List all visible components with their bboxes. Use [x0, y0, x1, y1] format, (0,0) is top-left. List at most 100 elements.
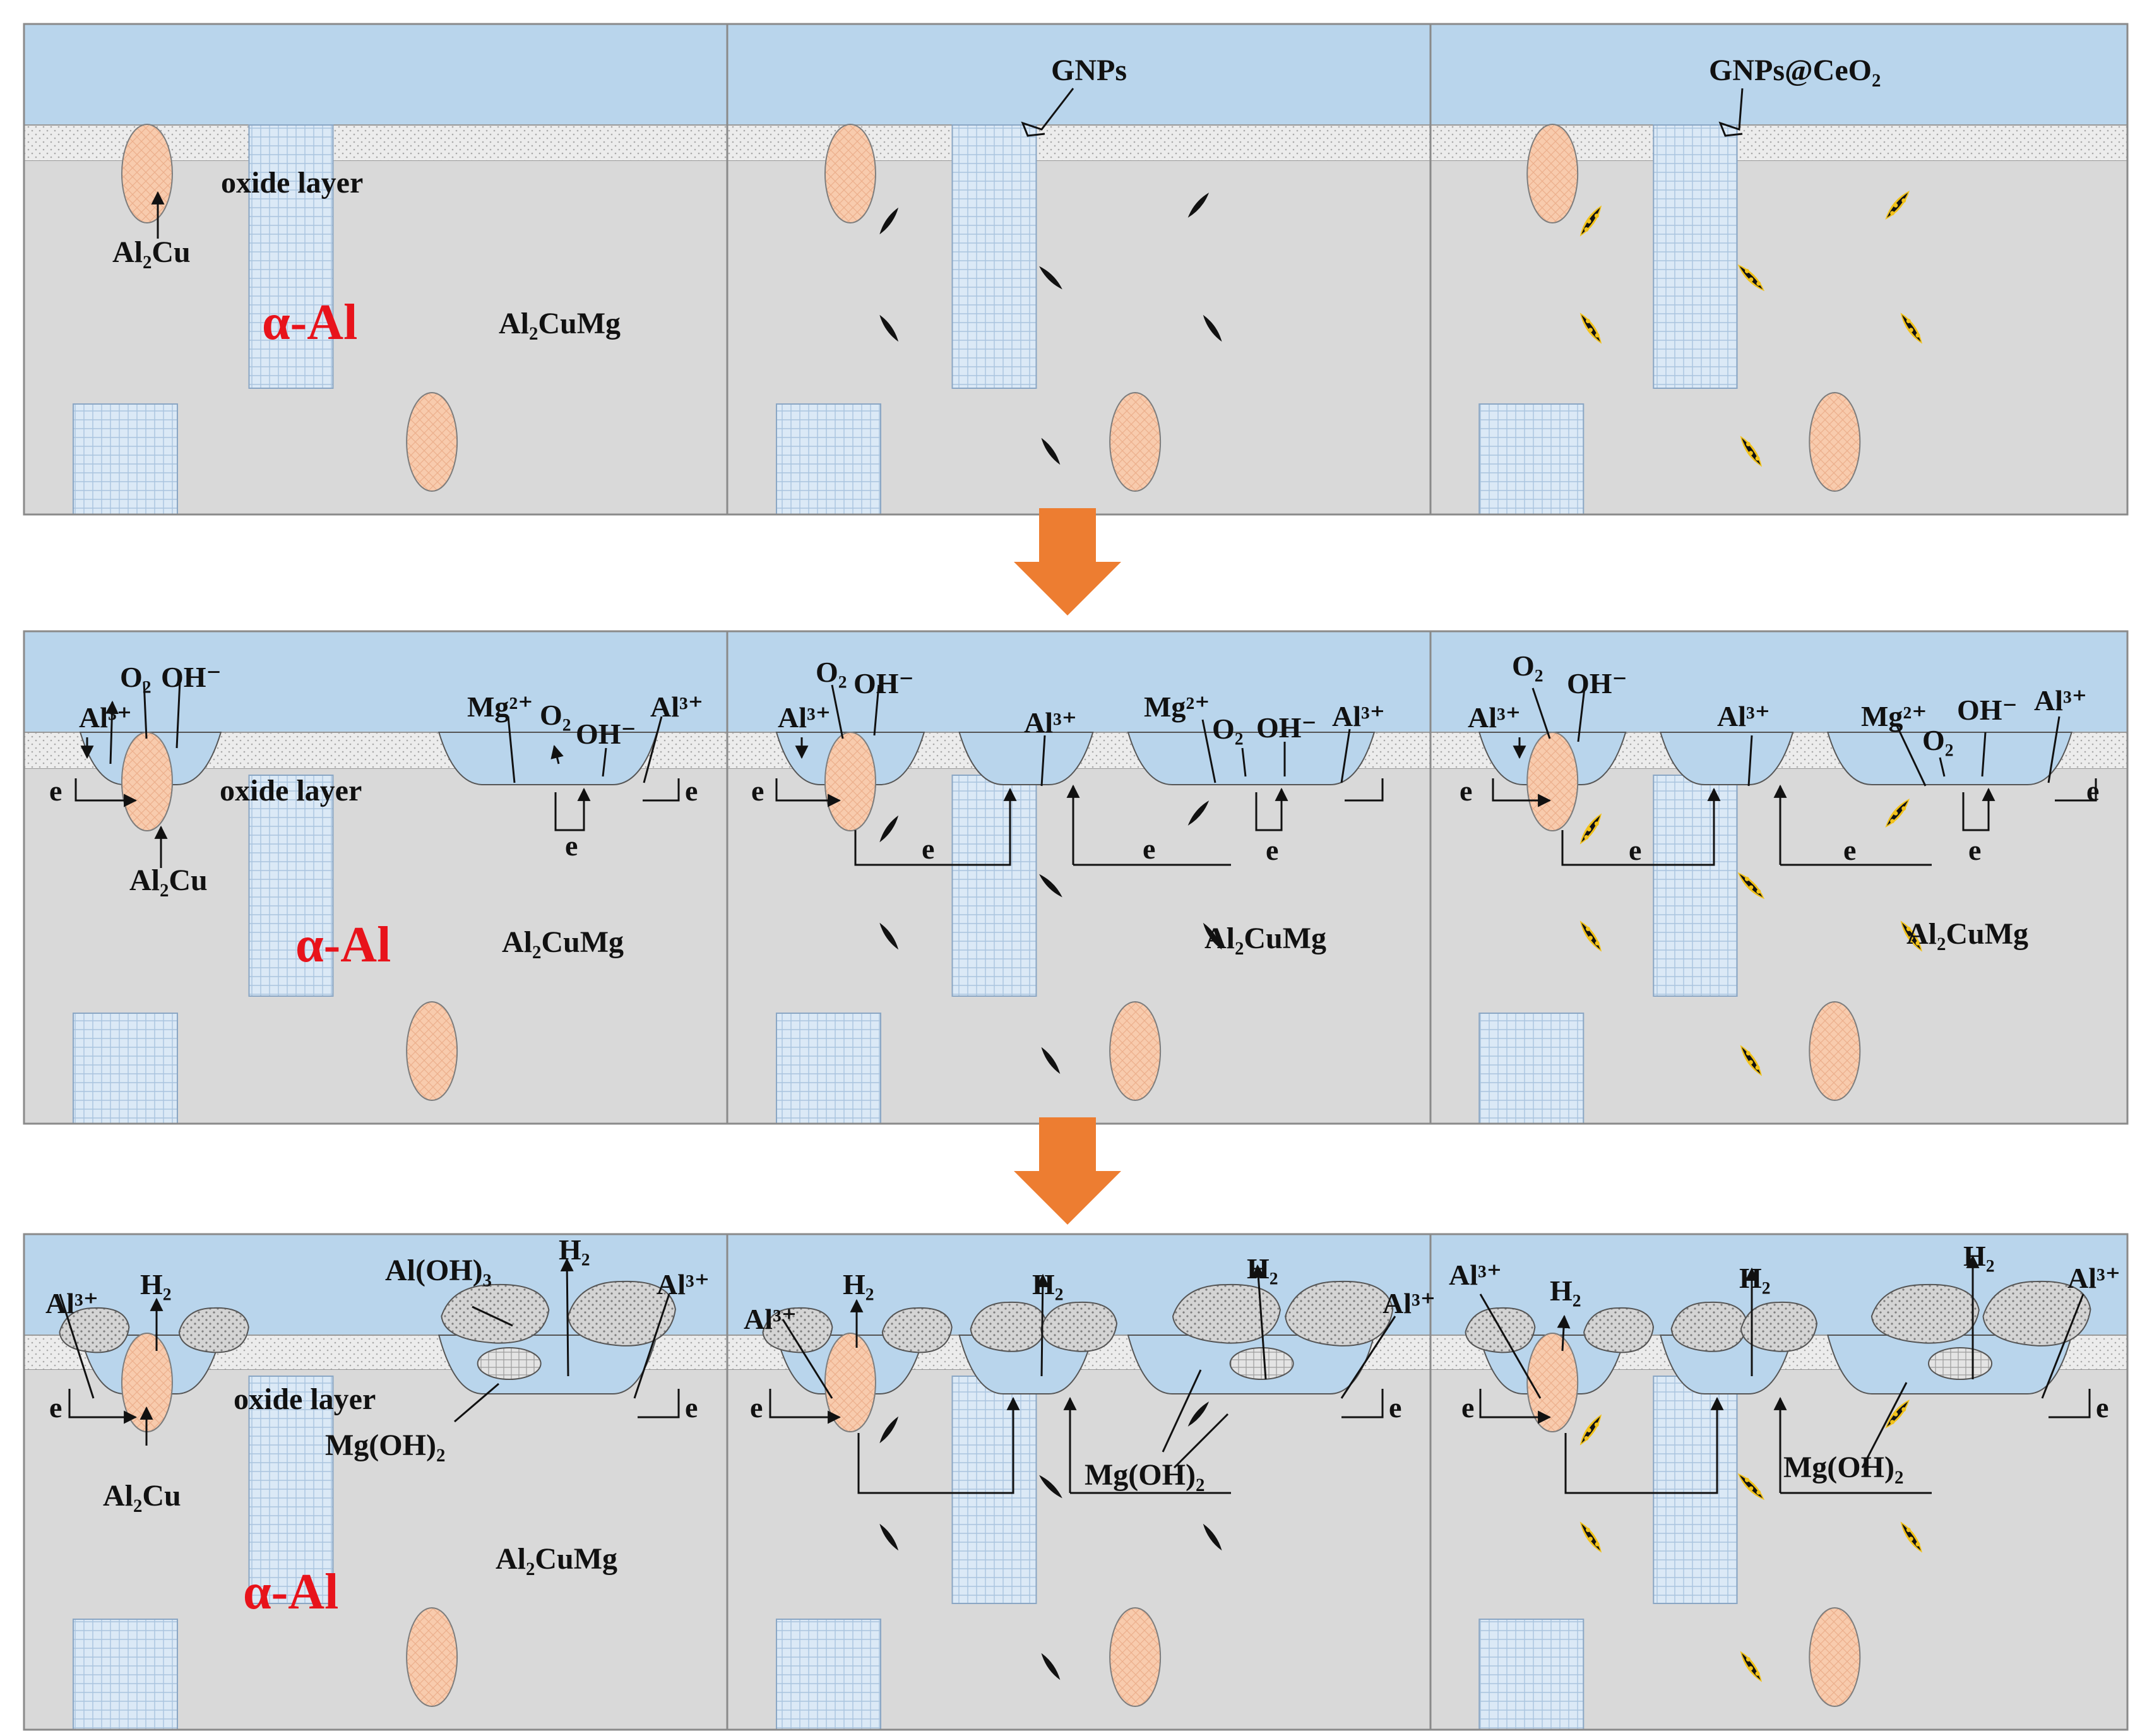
al3-ion-label: Al³⁺ — [1468, 701, 1521, 734]
electron-label: e — [685, 775, 698, 807]
alpha-al-label: α-Al — [295, 917, 391, 973]
al3-ion-label: Al³⁺ — [1717, 700, 1770, 732]
corrosion-pit — [437, 732, 658, 785]
mg2-ion-label: Mg²⁺ — [467, 691, 533, 723]
oh-label: OH⁻ — [1256, 711, 1317, 744]
electron-label: e — [1843, 834, 1856, 866]
electron-label: e — [751, 775, 764, 807]
corrosion-product — [1982, 1280, 2091, 1347]
mg-oh2-product — [1928, 1347, 1993, 1380]
oxide-layer-label: oxide layer — [220, 774, 362, 807]
electrolyte — [1430, 631, 2127, 732]
al2cu-phase — [406, 1001, 458, 1101]
corrosion-product — [178, 1307, 249, 1353]
al2cu-phase — [824, 1333, 876, 1432]
gnps-label: GNPs — [1051, 54, 1127, 87]
al2cumg-phase — [1478, 1013, 1585, 1124]
electrolyte — [1430, 24, 2127, 125]
oh-label: OH⁻ — [1957, 694, 2018, 726]
electron-label: e — [2086, 775, 2099, 807]
h2-label: H₂ — [1963, 1240, 1995, 1272]
o2-label: O₂ — [816, 656, 847, 688]
oxide-layer-label: oxide layer — [221, 166, 363, 199]
panel-r1-c3 — [1429, 23, 2129, 516]
h2-label: H₂ — [559, 1234, 590, 1266]
corrosion-product — [970, 1301, 1047, 1352]
corrosion-product — [441, 1283, 550, 1344]
electron-label: e — [1143, 833, 1155, 865]
corrosion-product — [1583, 1307, 1655, 1353]
electron-label: e — [922, 833, 934, 865]
al2cumg-phase — [1653, 124, 1738, 389]
al-oh3-label: Al(OH)₃ — [385, 1254, 492, 1287]
al2cumg-phase — [1653, 775, 1738, 997]
stage-arrow-down-icon — [1014, 508, 1121, 615]
corrosion-pit — [1660, 1335, 1794, 1394]
al2cu-label: Al₂Cu — [103, 1479, 181, 1513]
mg-oh2-product — [1229, 1347, 1294, 1380]
o2-label: O₂ — [1922, 724, 1954, 756]
electron-label: e — [49, 1391, 62, 1424]
oxide-layer-label: oxide layer — [234, 1382, 376, 1416]
al2cu-label: Al₂Cu — [112, 235, 191, 269]
al2cu-phase — [1809, 1001, 1861, 1101]
corrosion-product — [1040, 1301, 1118, 1352]
alpha-al-label: α-Al — [262, 295, 357, 350]
al3-ion-label: Al³⁺ — [2067, 1262, 2120, 1294]
corrosion-product — [1670, 1301, 1748, 1352]
al2cumg-label: Al₂CuMg — [499, 307, 621, 340]
panel-r3-c3 — [1429, 1233, 2129, 1731]
electron-label: e — [565, 829, 578, 862]
o2-label: O₂ — [1512, 650, 1543, 682]
al2cumg-label: Al₂CuMg — [1906, 917, 2028, 951]
stage-arrow-down-icon — [1014, 1117, 1121, 1225]
h2-label: H₂ — [140, 1268, 172, 1300]
h2-label: H₂ — [1739, 1262, 1771, 1294]
al2cu-phase — [121, 732, 173, 831]
al2cu-phase — [1809, 1607, 1861, 1707]
oh-label: OH⁻ — [161, 661, 222, 693]
al3-ion-label: Al³⁺ — [778, 701, 831, 734]
h2-label: H₂ — [843, 1268, 874, 1300]
panel-r3-c2 — [726, 1233, 1432, 1731]
al2cumg-phase — [1478, 403, 1585, 515]
electron-label: e — [1968, 834, 1981, 866]
mg2-ion-label: Mg²⁺ — [1861, 700, 1927, 732]
al3-ion-label: Al³⁺ — [650, 691, 703, 723]
corrosion-pit — [1826, 732, 2073, 785]
al2cumg-phase — [248, 1376, 334, 1604]
al3-ion-label: Al³⁺ — [2034, 684, 2087, 716]
al2cumg-phase — [951, 1376, 1037, 1604]
h2-label: H₂ — [1550, 1275, 1581, 1307]
al3-ion-label: Al³⁺ — [1332, 700, 1385, 732]
al2cu-label: Al₂Cu — [129, 864, 208, 897]
mg2-ion-label: Mg²⁺ — [1144, 691, 1210, 723]
al2cu-phase — [1109, 392, 1162, 492]
al2cu-phase — [1109, 1607, 1162, 1707]
al2cumg-phase — [775, 403, 881, 515]
corrosion-pit — [1127, 732, 1376, 785]
panel-r1-c2 — [726, 23, 1432, 516]
row2-annotations — [74, 680, 2097, 868]
electron-label: e — [1389, 1391, 1401, 1424]
al2cumg-phase — [951, 775, 1037, 997]
al2cu-phase — [1526, 732, 1579, 831]
panel-border — [1429, 1233, 2129, 1731]
panel-grid — [23, 23, 2129, 1731]
h2-label: H₂ — [1247, 1252, 1278, 1285]
al2cumg-label: Al₂CuMg — [496, 1542, 617, 1576]
corrosion-product — [1285, 1280, 1394, 1347]
electron-label: e — [685, 1391, 698, 1424]
al3-ion-label: Al³⁺ — [744, 1303, 797, 1335]
o2-label: O₂ — [1212, 713, 1244, 745]
panel-r2-c1 — [23, 630, 729, 1125]
al2cumg-phase — [72, 1619, 178, 1730]
electron-label: e — [1266, 834, 1278, 866]
al2cumg-phase — [72, 403, 178, 515]
oh-label: OH⁻ — [576, 718, 636, 750]
al2cumg-phase — [951, 124, 1037, 389]
panel-border — [1429, 630, 2129, 1125]
o2-label: O₂ — [540, 699, 571, 731]
row3-annotations — [59, 1254, 2091, 1494]
